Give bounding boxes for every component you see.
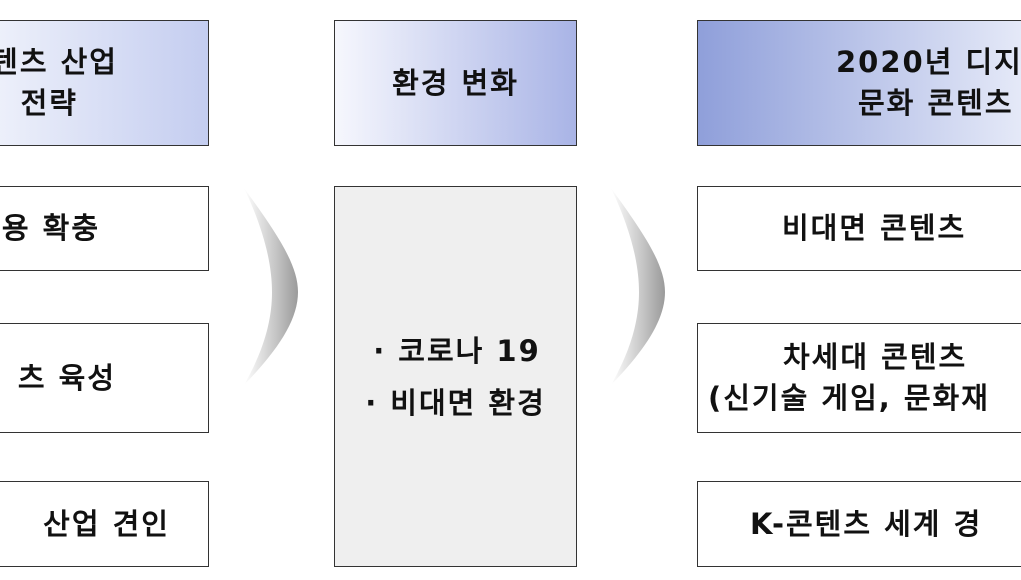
flow-arrow-right-icon xyxy=(611,188,665,385)
right-item-1-line-1: 비대면 콘텐츠 xyxy=(782,211,967,245)
right-header-line-1: 2020년 디지 xyxy=(836,45,1021,79)
right-item-2-line-1: 차세대 콘텐츠 xyxy=(783,340,968,374)
right-header-line-2: 문화 콘텐츠 xyxy=(858,86,1014,120)
middle-header-box: 환경 변화 xyxy=(334,20,577,146)
right-item-3-line-1: K-콘텐츠 세계 경 xyxy=(750,506,983,541)
right-item-3: K-콘텐츠 세계 경 xyxy=(697,481,1021,567)
left-item-3-label: 산업 견인 xyxy=(43,506,170,541)
middle-body-line-1: · 코로나 19 xyxy=(373,333,541,368)
left-item-2: 츠 육성 xyxy=(0,323,209,433)
left-item-1-label: 용 확충 xyxy=(1,211,100,245)
left-item-1: 용 확충 xyxy=(0,186,209,271)
left-header-line-2: 전략 xyxy=(20,86,78,120)
right-header-box: 2020년 디지 문화 콘텐츠 xyxy=(697,20,1021,146)
middle-header-label: 환경 변화 xyxy=(392,65,519,100)
left-header-line-1: 텐츠 산업 xyxy=(0,45,118,79)
middle-body-line-2: · 비대면 환경 xyxy=(365,385,546,420)
right-item-1: 비대면 콘텐츠 xyxy=(697,186,1021,271)
left-item-2-label: 츠 육성 xyxy=(17,360,116,395)
right-item-2-line-2: (신기술 게임, 문화재 xyxy=(708,381,990,415)
right-item-2: 차세대 콘텐츠 (신기술 게임, 문화재 xyxy=(697,323,1021,433)
left-item-3: 산업 견인 xyxy=(0,481,209,567)
flow-arrow-left-icon xyxy=(244,188,298,385)
left-header-box: 텐츠 산업 전략 xyxy=(0,20,209,146)
middle-body-box: · 코로나 19 · 비대면 환경 xyxy=(334,186,577,567)
